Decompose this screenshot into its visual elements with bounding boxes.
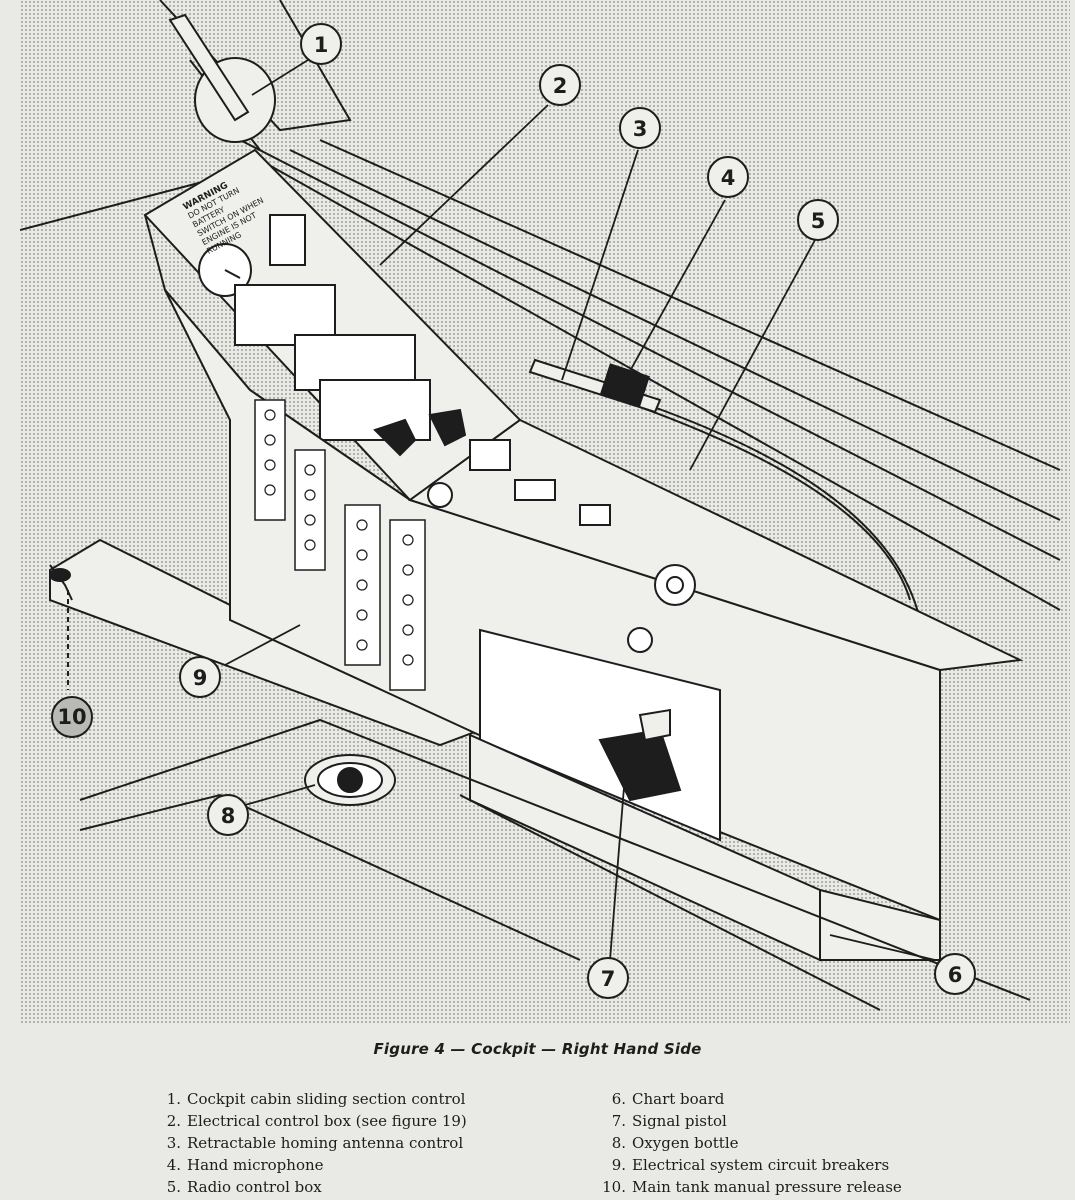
callout-5: 5 bbox=[797, 199, 839, 241]
figure-caption: Figure 4 — Cockpit — Right Hand Side bbox=[373, 1040, 702, 1058]
callout-4: 4 bbox=[707, 156, 749, 198]
callout-5-label: 5 bbox=[811, 209, 826, 233]
legend-item-9: 9. Electrical system circuit breakers bbox=[600, 1154, 902, 1176]
callout-8: 8 bbox=[207, 794, 249, 836]
callout-1: 1 bbox=[300, 23, 342, 65]
legend-text: Radio control box bbox=[187, 1178, 322, 1196]
legend-text: Chart board bbox=[632, 1090, 725, 1108]
legend-num: 8. bbox=[611, 1134, 626, 1152]
legend-item-6: 6. Chart board bbox=[600, 1088, 902, 1110]
legend-item-10: 10. Main tank manual pressure release bbox=[600, 1176, 902, 1198]
callout-10: 10 bbox=[51, 696, 93, 738]
pressure-release-handle bbox=[49, 564, 73, 690]
floor bbox=[49, 538, 483, 747]
oxygen-bottle bbox=[304, 754, 396, 806]
callout-8-label: 8 bbox=[221, 804, 236, 828]
sliding-section-control bbox=[168, 13, 276, 143]
legend-item-2: 2. Electrical control box (see figure 19) bbox=[155, 1110, 467, 1132]
circuit-breaker-panel bbox=[164, 289, 941, 922]
legend-text: Main tank manual pressure release bbox=[632, 1178, 902, 1196]
floor-outline bbox=[79, 718, 1031, 1011]
radio-control-box bbox=[407, 418, 1024, 672]
legend-num: 3. bbox=[166, 1134, 181, 1152]
callout-1-label: 1 bbox=[314, 33, 329, 57]
callout-9-label: 9 bbox=[193, 666, 208, 690]
legend-item-1: 1. Cockpit cabin sliding section control bbox=[155, 1088, 467, 1110]
legend-item-7: 7. Signal pistol bbox=[600, 1110, 902, 1132]
legend-num: 2. bbox=[166, 1112, 181, 1130]
legend-num: 6. bbox=[611, 1090, 626, 1108]
legend-num: 1. bbox=[166, 1090, 181, 1108]
legend-item-5: 5. Radio control box bbox=[155, 1176, 467, 1198]
legend-text: Hand microphone bbox=[187, 1156, 324, 1174]
callout-9: 9 bbox=[179, 656, 221, 698]
cockpit-illustration: WARNING DO NOT TURN BATTERY SWITCH ON WH… bbox=[20, 0, 1070, 1025]
legend-num: 5. bbox=[166, 1178, 181, 1196]
legend-right-column: 6. Chart board 7. Signal pistol 8. Oxygen b… bbox=[600, 1088, 902, 1198]
legend-text: Electrical system circuit breakers bbox=[632, 1156, 890, 1174]
callout-3-label: 3 bbox=[633, 117, 648, 141]
legend-text: Oxygen bottle bbox=[632, 1134, 739, 1152]
callout-7-label: 7 bbox=[601, 967, 616, 991]
legend-text: Cockpit cabin sliding section control bbox=[187, 1090, 466, 1108]
legend-item-3: 3. Retractable homing antenna control bbox=[155, 1132, 467, 1154]
callout-3: 3 bbox=[619, 107, 661, 149]
legend-item-4: 4. Hand microphone bbox=[155, 1154, 467, 1176]
callout-6-label: 6 bbox=[948, 963, 963, 987]
callout-6: 6 bbox=[934, 953, 976, 995]
callout-10-label: 10 bbox=[57, 705, 86, 729]
legend-text: Retractable homing antenna control bbox=[187, 1134, 464, 1152]
legend-num: 7. bbox=[611, 1112, 626, 1130]
callout-4-label: 4 bbox=[721, 166, 736, 190]
legend-left-column: 1.Cockpit cabin sliding section control … bbox=[155, 1088, 467, 1198]
callout-2: 2 bbox=[539, 64, 581, 106]
callout-2-label: 2 bbox=[553, 74, 568, 98]
legend-num: 9. bbox=[611, 1156, 626, 1174]
signal-pistol bbox=[598, 708, 682, 802]
legend-num: 10. bbox=[602, 1178, 626, 1196]
legend-text: Electrical control box (see figure 19) bbox=[187, 1112, 467, 1130]
leader-lines bbox=[224, 54, 936, 961]
legend-item-8: 8. Oxygen bottle bbox=[600, 1132, 902, 1154]
legend-num: 4. bbox=[166, 1156, 181, 1174]
callout-7: 7 bbox=[587, 957, 629, 999]
legend-text: Signal pistol bbox=[632, 1112, 727, 1130]
